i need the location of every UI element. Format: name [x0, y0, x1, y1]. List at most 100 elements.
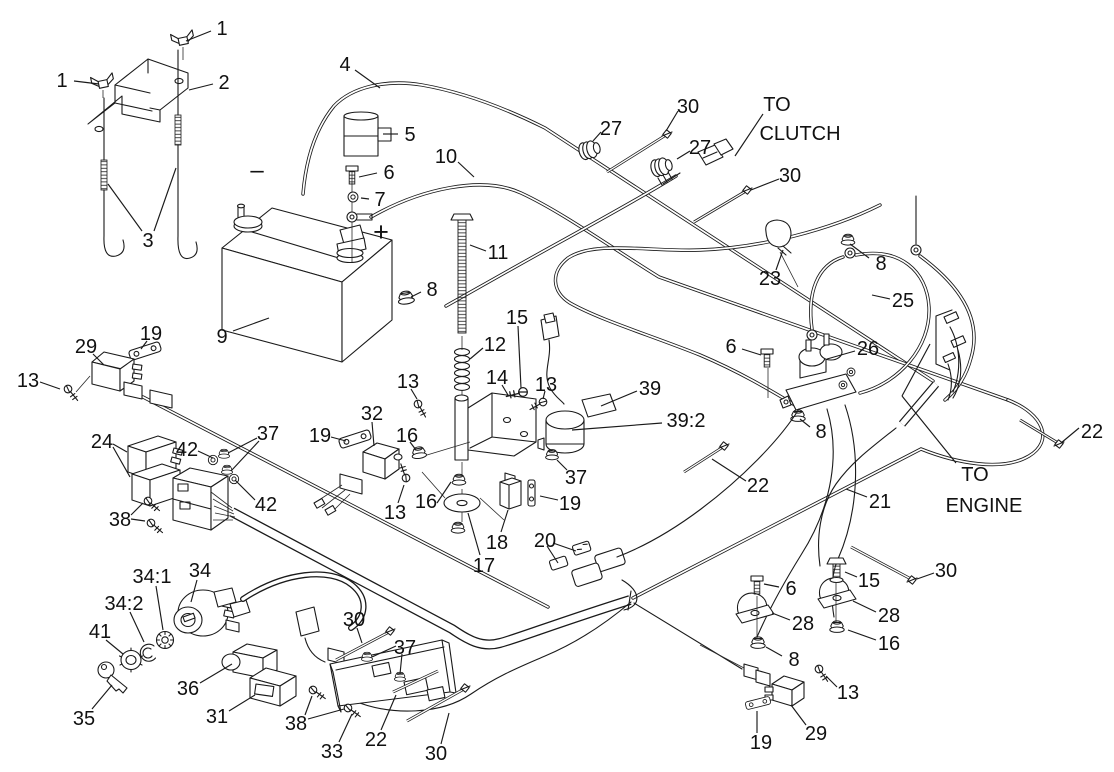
- callout-38: 38: [285, 713, 307, 735]
- leader-line: [552, 542, 577, 552]
- leader-line: [592, 131, 602, 142]
- callout-16: 16: [396, 425, 418, 447]
- callout-13: 13: [535, 374, 557, 396]
- leader-line: [358, 172, 378, 178]
- leader-line: [356, 627, 363, 644]
- callout-7: 7: [374, 189, 385, 211]
- callout-39: 39: [639, 378, 661, 400]
- leader-line: [871, 294, 891, 300]
- leader-line: [771, 612, 791, 621]
- callout-21: 21: [869, 491, 891, 513]
- leader-line: [112, 443, 128, 453]
- callout-6: 6: [383, 162, 394, 184]
- leader-line: [665, 110, 679, 132]
- callout-20: 20: [534, 530, 556, 552]
- solenoid-group: [616, 195, 976, 638]
- lock-washer: [155, 630, 175, 650]
- pivot-tube: [454, 397, 469, 461]
- leader-line: [304, 695, 313, 716]
- callout-30: 30: [343, 609, 365, 631]
- battery-side: [341, 239, 393, 363]
- leader-line: [129, 611, 145, 643]
- callout-30: 30: [935, 560, 957, 582]
- callout-CLUTCH: CLUTCH: [759, 123, 840, 145]
- leader-line: [228, 694, 256, 712]
- switch32-group: [313, 428, 403, 516]
- callout-10: 10: [435, 146, 457, 168]
- leader-line: [338, 713, 353, 743]
- leader-line: [410, 291, 422, 298]
- leader-line: [500, 509, 509, 533]
- leader-line: [360, 197, 370, 200]
- clutch-branch-group: [576, 129, 753, 224]
- callout-TO: TO: [763, 94, 790, 116]
- cable-clamp: [735, 592, 775, 624]
- leader-line: [234, 479, 256, 501]
- solenoid-base: [785, 373, 857, 411]
- mount-stack-group: [393, 213, 549, 534]
- ignition-group: [97, 571, 367, 707]
- callout-30: 30: [425, 743, 447, 765]
- leader-line: [232, 317, 270, 332]
- harness-connector: [172, 467, 236, 531]
- callout-15: 15: [858, 570, 880, 592]
- spring: [453, 348, 471, 391]
- callout-14: 14: [486, 367, 508, 389]
- callout-23: 23: [759, 268, 781, 290]
- fuse-group: [548, 540, 638, 611]
- leader-line: [190, 579, 198, 603]
- callout-ENGINE: ENGINE: [946, 495, 1023, 517]
- leader-line: [105, 639, 124, 655]
- leader-line: [501, 384, 509, 396]
- callout-27: 27: [689, 137, 711, 159]
- connector: [295, 606, 320, 637]
- leader-line: [39, 381, 61, 390]
- mount-bracket: [467, 392, 537, 457]
- group-bracket: [935, 309, 953, 371]
- leader-line: [92, 353, 105, 366]
- leader-line: [826, 350, 856, 360]
- callout-22: 22: [365, 729, 387, 751]
- callout-6: 6: [725, 336, 736, 358]
- leader-line: [130, 518, 146, 522]
- long-bolt: [457, 219, 467, 334]
- leader-line: [825, 675, 838, 688]
- leader-line: [901, 395, 957, 464]
- callout-342: 34:2: [105, 593, 144, 615]
- leader-line: [330, 436, 347, 442]
- leader-line: [440, 712, 450, 745]
- leader-line: [539, 495, 559, 501]
- callout-TO: TO: [961, 464, 988, 486]
- callout-22: 22: [747, 475, 769, 497]
- callout-30: 30: [779, 165, 801, 187]
- callout-4: 4: [339, 54, 350, 76]
- callout-19: 19: [140, 323, 162, 345]
- callout-25: 25: [892, 290, 914, 312]
- callout-11: 11: [488, 242, 509, 264]
- callout-8: 8: [875, 253, 886, 275]
- callout-19: 19: [750, 732, 772, 754]
- leader-line: [227, 437, 258, 454]
- leader-line: [230, 440, 260, 472]
- callout-17: 17: [473, 555, 495, 577]
- callout-30: 30: [677, 96, 699, 118]
- callout-392: 39:2: [667, 410, 706, 432]
- callout-33: 33: [321, 741, 343, 763]
- callout-13: 13: [837, 682, 859, 704]
- leader-line: [188, 83, 214, 91]
- leader-line: [763, 583, 780, 588]
- callout-1: 1: [216, 18, 227, 40]
- callout-: +: [373, 217, 389, 247]
- callout-31: 31: [206, 706, 228, 728]
- leader-line: [153, 167, 177, 232]
- callout-27: 27: [600, 118, 622, 140]
- callout-28: 28: [792, 613, 814, 635]
- leader-line: [556, 459, 568, 471]
- leader-line: [775, 249, 784, 271]
- switch: [499, 477, 522, 510]
- leader-line: [741, 348, 762, 356]
- callout-6: 6: [785, 578, 796, 600]
